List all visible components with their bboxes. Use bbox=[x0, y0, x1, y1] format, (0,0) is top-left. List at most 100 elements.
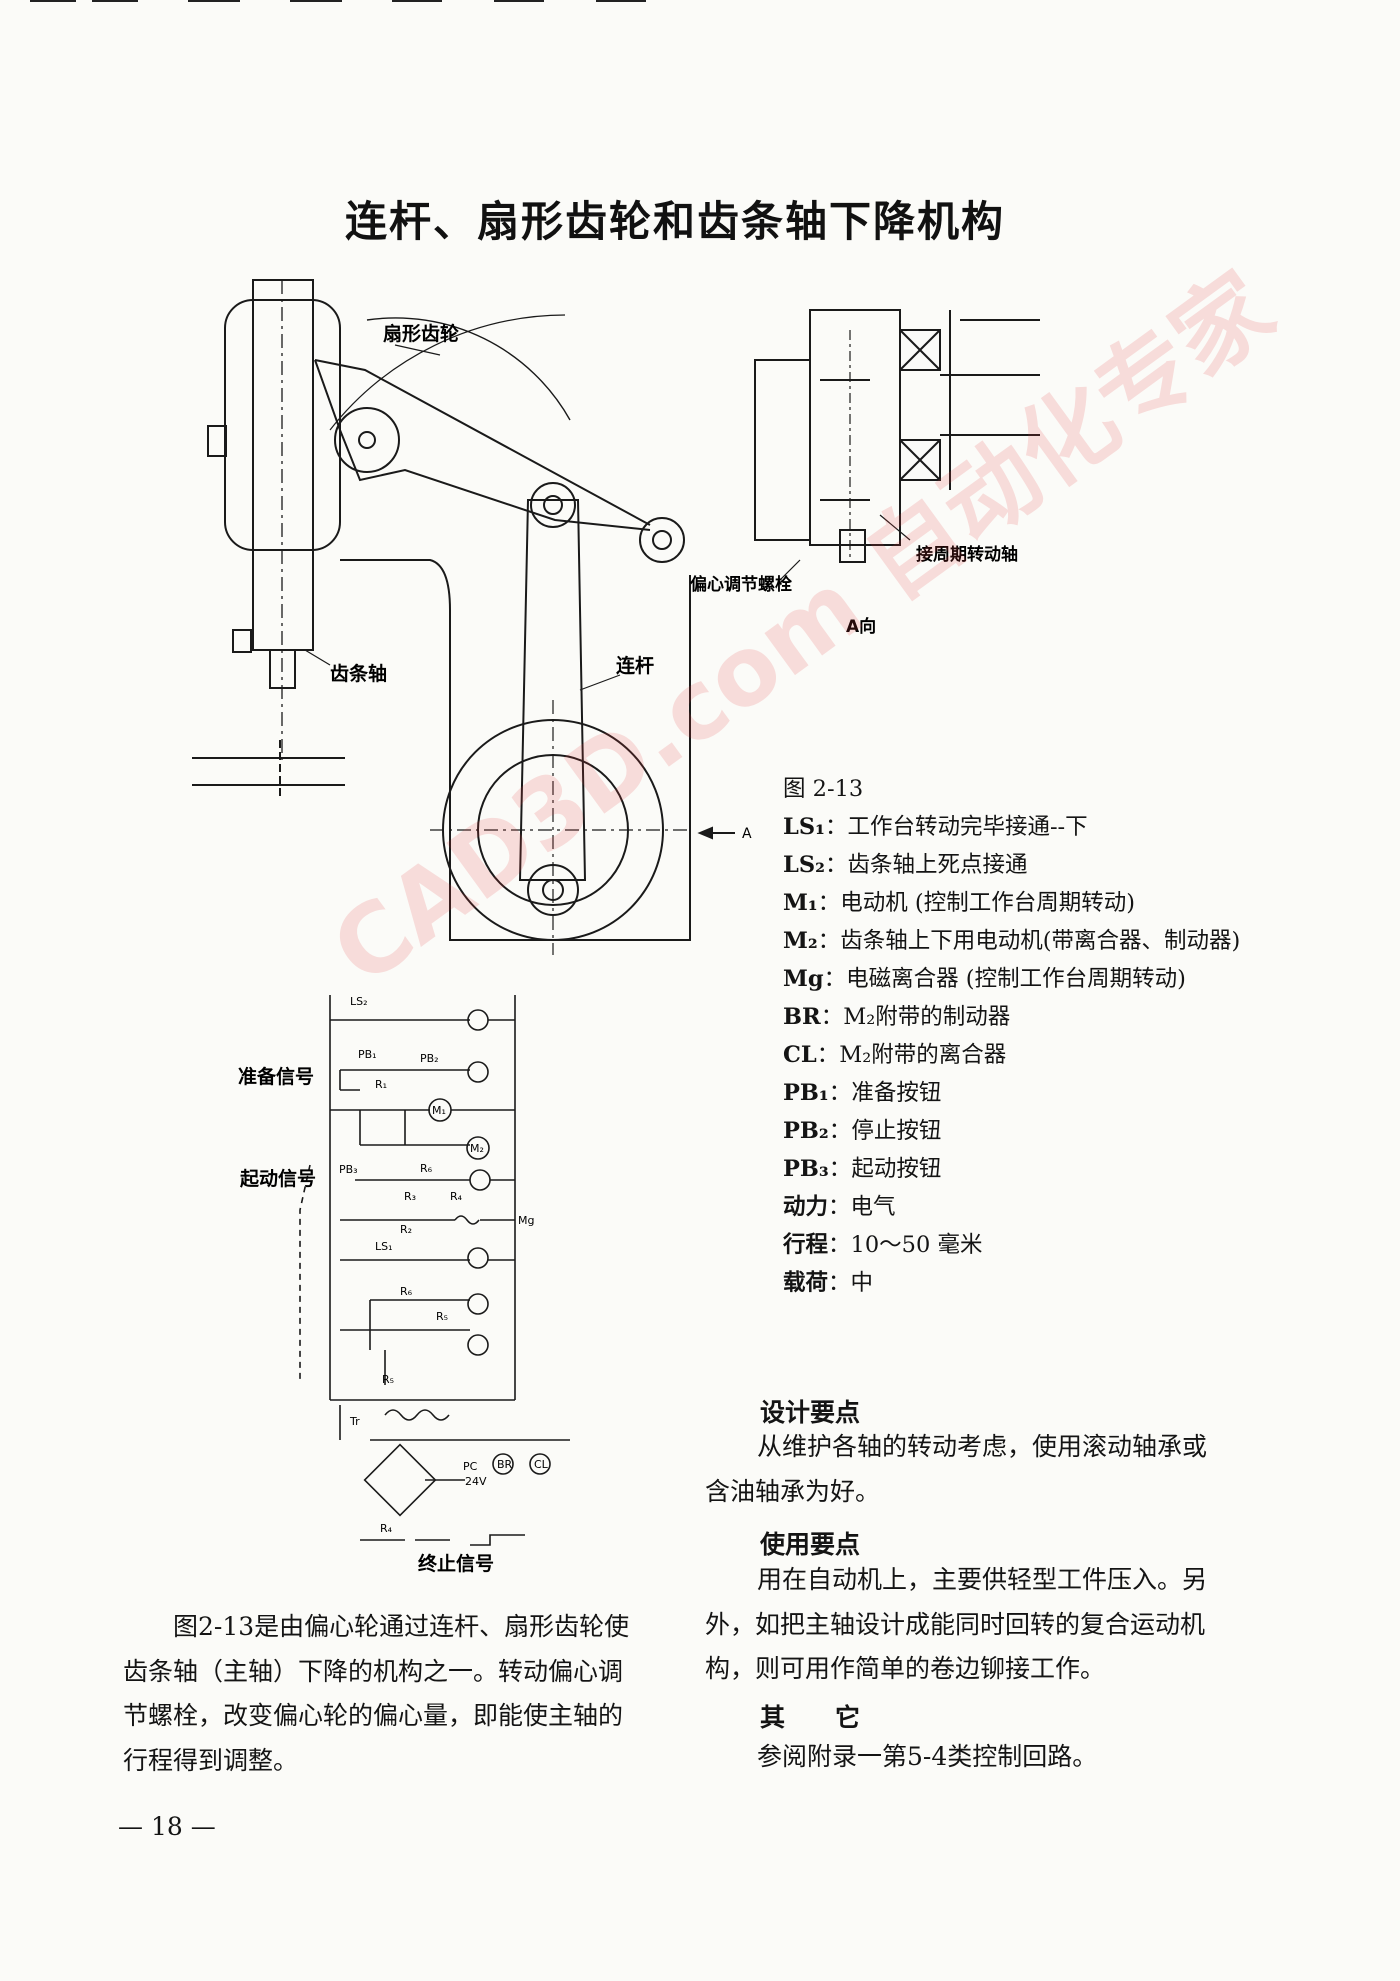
legend-key: LS₂ bbox=[783, 852, 825, 878]
top-rule bbox=[92, 0, 138, 2]
side-bolt bbox=[207, 425, 227, 457]
legend-item: BR：M₂附带的制动器 bbox=[783, 998, 1240, 1036]
legend-text: 工作台转动完毕接通--下 bbox=[847, 814, 1088, 840]
rod-upper-pin bbox=[530, 482, 576, 528]
legend-text: M₂附带的制动器 bbox=[843, 1004, 1011, 1030]
legend-item: LS₁：工作台转动完毕接通--下 bbox=[783, 808, 1240, 846]
figure-number: 图 2-13 bbox=[783, 776, 864, 802]
legend-text: 准备按钮 bbox=[851, 1080, 942, 1106]
page-number: — 18 — bbox=[118, 1812, 216, 1841]
frame-pivot bbox=[639, 517, 685, 563]
pb2-label: PB₂ bbox=[420, 1052, 439, 1065]
legend-separator: ： bbox=[824, 814, 848, 840]
r2-label: R₂ bbox=[400, 1223, 412, 1236]
legend-text: 齿条轴上死点接通 bbox=[847, 852, 1028, 878]
legend-key: M₂ bbox=[783, 928, 818, 954]
cl-label: CL bbox=[534, 1458, 549, 1471]
legend-item: Mg：电磁离合器 (控制工作台周期转动) bbox=[783, 960, 1240, 998]
top-rule bbox=[188, 0, 240, 2]
legend-key: PB₃ bbox=[783, 1156, 829, 1182]
legend-item: CL：M₂附带的离合器 bbox=[783, 1036, 1240, 1074]
legend-item: 行程：10～50 毫米 bbox=[783, 1226, 1240, 1264]
rack-shaft-end bbox=[269, 649, 296, 689]
r3-label: R₃ bbox=[404, 1190, 416, 1203]
relay-r6-top bbox=[467, 1009, 489, 1031]
design-text-line: 从维护各轴的转动考虑，使用滚动轴承或 bbox=[757, 1432, 1208, 1461]
other-heading: 其 它 bbox=[760, 1703, 861, 1732]
legend-separator: ： bbox=[828, 1232, 851, 1258]
top-rule bbox=[494, 0, 544, 2]
ready-signal-label: 准备信号 bbox=[238, 1065, 314, 1088]
ls2-label: LS₂ bbox=[350, 995, 368, 1008]
br-label: BR bbox=[497, 1458, 513, 1471]
pc-label: PC bbox=[463, 1460, 478, 1473]
legend-separator: ： bbox=[828, 1194, 851, 1220]
rack-bolt bbox=[232, 629, 252, 653]
legend-key: PB₁ bbox=[783, 1080, 829, 1106]
legend-text: M₂附带的离合器 bbox=[839, 1042, 1007, 1068]
r4-label: R₄ bbox=[450, 1190, 463, 1203]
m1-label: M₁ bbox=[432, 1104, 446, 1117]
usage-text-line: 构，则可用作简单的卷边铆接工作。 bbox=[705, 1654, 1106, 1683]
top-rule bbox=[392, 0, 442, 2]
legend-separator: ： bbox=[817, 928, 841, 954]
top-rule bbox=[596, 0, 646, 2]
connecting-rod bbox=[518, 499, 587, 881]
legend-text: 停止按钮 bbox=[851, 1118, 942, 1144]
left-paragraph-line: 节螺栓，改变偏心轮的偏心量，即能使主轴的 bbox=[123, 1701, 624, 1730]
left-paragraph: 图2-13是由偏心轮通过连杆、扇形齿轮使 齿条轴（主轴）下降的机构之一。转动偏心… bbox=[123, 1605, 698, 1783]
legend-key: CL bbox=[783, 1042, 817, 1068]
page-title: 连杆、扇形齿轮和齿条轴下降机构 bbox=[344, 197, 1005, 246]
end-signal-label: 终止信号 bbox=[418, 1552, 494, 1575]
v24-label: 24V bbox=[465, 1475, 487, 1488]
legend-separator: ： bbox=[828, 1118, 852, 1144]
arrow-a-label: A bbox=[742, 826, 752, 842]
r1-label: R₁ bbox=[375, 1078, 387, 1091]
m2-label: M₂ bbox=[470, 1142, 484, 1155]
left-paragraph-line: 齿条轴（主轴）下降的机构之一。转动偏心调 bbox=[123, 1656, 624, 1686]
usage-text-line: 外，如把主轴设计成能同时回转的复合运动机 bbox=[705, 1609, 1206, 1639]
sector-arm-lower bbox=[314, 359, 651, 531]
legend-text: 起动按钮 bbox=[851, 1156, 942, 1182]
legend-item: PB₂：停止按钮 bbox=[783, 1112, 1240, 1150]
usage-text-line: 用在自动机上，主要供轻型工件压入。另 bbox=[757, 1565, 1208, 1594]
legend-key: PB₂ bbox=[783, 1118, 829, 1144]
other-text: 参阅附录一第5-4类控制回路。 bbox=[757, 1742, 1098, 1771]
left-paragraph-line: 图2-13是由偏心轮通过连杆、扇形齿轮使 bbox=[173, 1612, 630, 1641]
mg-label: Mg bbox=[518, 1214, 534, 1227]
legend-item: 载荷：中 bbox=[783, 1264, 1240, 1302]
design-heading: 设计要点 bbox=[760, 1398, 861, 1427]
view-a-label: A向 bbox=[846, 616, 876, 637]
legend-separator: ： bbox=[820, 1004, 844, 1030]
legend-key: M₁ bbox=[783, 890, 818, 916]
legend-key: 动力 bbox=[783, 1194, 829, 1220]
legend-separator: ： bbox=[823, 966, 847, 992]
legend-separator: ： bbox=[817, 890, 841, 916]
sector-pivot bbox=[334, 407, 400, 473]
motor-m2 bbox=[466, 1136, 490, 1160]
r5-label: R₅ bbox=[436, 1310, 448, 1323]
r6-label-2: R₆ bbox=[400, 1285, 413, 1298]
left-paragraph-line: 行程得到调整。 bbox=[123, 1745, 299, 1775]
legend-separator: ： bbox=[828, 1080, 852, 1106]
legend-separator: ： bbox=[828, 1270, 851, 1296]
legend-key: Mg bbox=[783, 966, 824, 992]
start-signal-label: 起动信号 bbox=[239, 1167, 316, 1190]
usage-heading: 使用要点 bbox=[760, 1530, 861, 1559]
r5-label-2: R₅ bbox=[382, 1373, 394, 1386]
design-text-line: 含油轴承为好。 bbox=[705, 1476, 881, 1506]
design-text: 从维护各轴的转动考虑，使用滚动轴承或 含油轴承为好。 bbox=[705, 1425, 1265, 1514]
legend-item: M₁：电动机 (控制工作台周期转动) bbox=[783, 884, 1240, 922]
pb1-label: PB₁ bbox=[358, 1048, 377, 1061]
ls1-label: LS₁ bbox=[375, 1240, 393, 1253]
legend-text: 10～50 毫米 bbox=[850, 1232, 983, 1258]
legend-text: 电动机 (控制工作台周期转动) bbox=[840, 890, 1135, 916]
legend-key: BR bbox=[783, 1004, 821, 1030]
pb3-label: PB₃ bbox=[339, 1163, 358, 1176]
sector-arc bbox=[366, 317, 571, 421]
legend-item: PB₃：起动按钮 bbox=[783, 1150, 1240, 1188]
sector-gear-label: 扇形齿轮 bbox=[383, 322, 459, 345]
